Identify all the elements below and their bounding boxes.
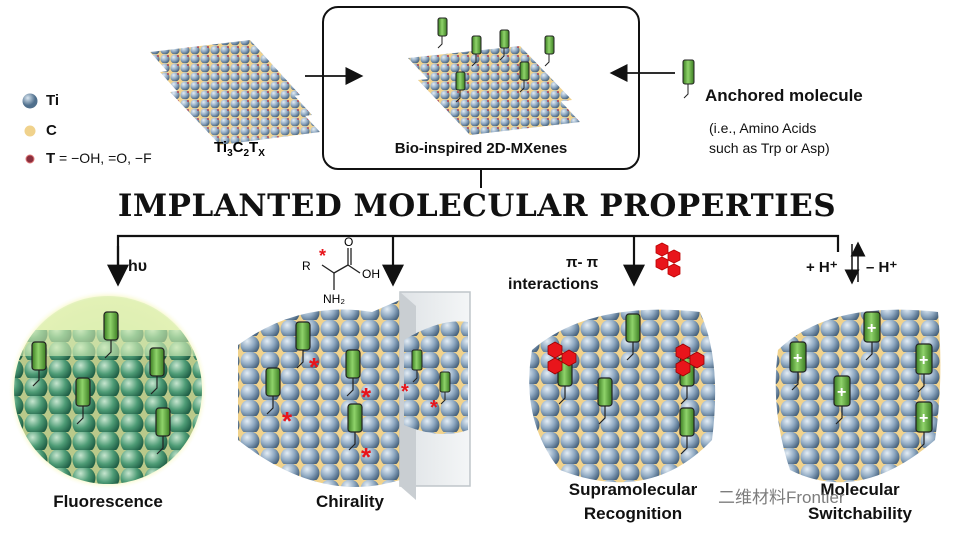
legend-c-symbol: C [46, 122, 57, 139]
center-anchored-molecules [437, 17, 555, 103]
aa-nh2-label: NH₂ [323, 292, 345, 306]
pi-pi-label-line1: π- π [566, 254, 599, 271]
svg-text:+: + [793, 350, 802, 367]
light-stimulus-label: hυ [128, 258, 148, 275]
svg-text:*: * [309, 352, 320, 382]
switchability-molecules [789, 311, 933, 451]
svg-text:+: + [919, 352, 928, 369]
chirality-stars: * * * * [282, 352, 372, 472]
ti3c2tx-label: Ti3C2TX [214, 139, 265, 159]
watermark: 二维材料Frontier [718, 488, 845, 507]
distribution-arrows [107, 234, 840, 287]
svg-text:+: + [919, 410, 928, 427]
anchored-note-line2: such as Trp or Asp) [709, 140, 830, 156]
switchability-caption-line1: Molecular [820, 480, 900, 499]
carbon-atom-icon [24, 125, 36, 136]
proton-equilibrium-arrows [844, 241, 866, 285]
svg-text:+: + [837, 384, 846, 401]
mirror-image-stars: ** [401, 381, 438, 419]
amino-acid-structure [321, 248, 361, 290]
switchability-surface [775, 309, 941, 483]
switchability-plus-signs: + + + + + [793, 320, 928, 427]
chirality-caption: Chirality [315, 492, 385, 511]
bio-mxene-box [322, 6, 640, 170]
legend-t: T = −OH, =O, −F [22, 150, 152, 167]
ti3c2tx-flakes [150, 40, 320, 145]
aromatic-molecule-icon [655, 242, 681, 278]
svg-text:+: + [867, 320, 876, 337]
supramolecular-caption-line2: Recognition [583, 504, 683, 523]
legend-t-desc: = −OH, =O, −F [55, 150, 152, 166]
legend-ti: Ti [22, 92, 59, 109]
fluorescence-molecules [31, 311, 171, 455]
pi-pi-label-line2: interactions [508, 276, 599, 293]
aa-o-label: O [344, 235, 353, 249]
recognition-aromatics [547, 341, 705, 377]
termination-atom-icon [25, 154, 35, 163]
svg-text:*: * [361, 382, 372, 412]
legend-c: C [22, 122, 57, 139]
ti-atom-icon [22, 93, 38, 108]
aa-r-label: R [302, 259, 311, 273]
chirality-surface [238, 300, 400, 487]
mirror-image-surface [404, 321, 468, 434]
svg-text:*: * [282, 406, 293, 436]
chirality-molecules [265, 321, 363, 451]
anchored-title: Anchored molecule [705, 86, 863, 105]
legend-t-symbol: T [46, 150, 56, 167]
aa-chiral-star: * [319, 246, 326, 266]
proton-remove-label: – H⁺ [866, 259, 898, 276]
recognition-surface [529, 309, 716, 483]
supramolecular-caption-line1: Supramolecular [568, 480, 698, 499]
center-label: Bio-inspired 2D-MXenes [394, 140, 568, 157]
main-title: IMPLANTED MOLECULAR PROPERTIES [117, 188, 837, 224]
svg-text:*: * [430, 397, 438, 419]
legend-ti-symbol: Ti [46, 92, 60, 109]
anchored-note-line1: (i.e., Amino Acids [709, 120, 817, 136]
aa-oh-label: OH [362, 267, 380, 281]
svg-text:*: * [401, 381, 409, 403]
svg-text:*: * [361, 442, 372, 472]
anchored-molecule-icon [682, 59, 695, 99]
mirror-image-molecules [411, 349, 451, 405]
proton-add-label: + H⁺ [806, 259, 838, 276]
fluorescence-caption: Fluorescence [53, 492, 163, 511]
switchability-caption-line2: Switchability [808, 504, 912, 523]
